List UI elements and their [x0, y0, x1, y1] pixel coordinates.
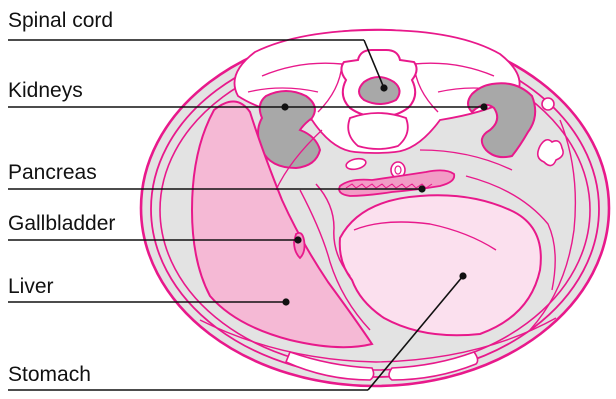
dot-gallbladder: [294, 236, 301, 243]
dot-kidney-left: [281, 103, 288, 110]
vertebral-body: [348, 113, 408, 149]
dot-stomach: [459, 272, 466, 279]
dot-spinal-cord: [380, 84, 387, 91]
label-gallbladder: Gallbladder: [8, 213, 115, 234]
spinal-cord: [359, 77, 400, 104]
colon-section-1: [542, 98, 554, 110]
label-spinal-cord: Spinal cord: [8, 10, 113, 31]
label-liver: Liver: [8, 276, 54, 297]
dot-kidney-right: [480, 103, 487, 110]
label-stomach: Stomach: [8, 364, 91, 385]
label-pancreas: Pancreas: [8, 162, 97, 183]
label-kidneys: Kidneys: [8, 80, 83, 101]
dot-pancreas: [418, 185, 425, 192]
dot-liver: [282, 298, 289, 305]
